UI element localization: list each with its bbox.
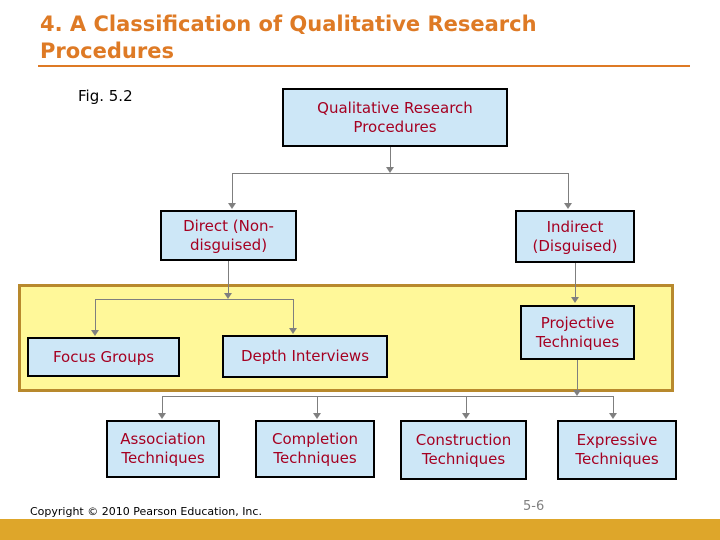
connector-completion-drop bbox=[317, 396, 318, 413]
node-qualitative-research-procedures: Qualitative Research Procedures bbox=[282, 88, 508, 147]
footer-bar bbox=[0, 519, 720, 540]
node-indirect-disguised: Indirect (Disguised) bbox=[515, 210, 635, 263]
node-depth-interviews: Depth Interviews bbox=[222, 335, 388, 378]
node-focus-groups: Focus Groups bbox=[27, 337, 180, 377]
arrowhead-direct bbox=[228, 203, 236, 209]
connector-direct-crossbar bbox=[95, 299, 294, 300]
arrowhead-root bbox=[386, 167, 394, 173]
connector-focus-drop bbox=[95, 299, 96, 330]
node-expressive-techniques: Expressive Techniques bbox=[557, 420, 677, 480]
connector-direct-drop bbox=[232, 173, 233, 203]
arrowhead-focus-groups bbox=[91, 330, 99, 336]
arrowhead-direct-branch bbox=[224, 293, 232, 299]
connector-direct-stem bbox=[228, 261, 229, 293]
connector-level2-crossbar bbox=[232, 173, 569, 174]
node-direct-non-disguised: Direct (Non-disguised) bbox=[160, 210, 297, 261]
connector-indirect-drop bbox=[568, 173, 569, 203]
connector-depth-drop bbox=[293, 299, 294, 328]
arrowhead-completion bbox=[313, 413, 321, 419]
arrowhead-indirect bbox=[564, 203, 572, 209]
connector-bottom-crossbar bbox=[162, 396, 614, 397]
arrowhead-construction bbox=[462, 413, 470, 419]
connector-expressive-drop bbox=[613, 396, 614, 413]
connector-construction-drop bbox=[466, 396, 467, 413]
arrowhead-depth-interviews bbox=[289, 328, 297, 334]
page-number: 5-6 bbox=[523, 499, 545, 514]
node-construction-techniques: Construction Techniques bbox=[400, 420, 527, 480]
node-projective-techniques: Projective Techniques bbox=[520, 305, 635, 360]
node-association-techniques: Association Techniques bbox=[106, 420, 220, 478]
slide-title: 4. A Classification of Qualitative Resea… bbox=[40, 12, 537, 63]
arrowhead-projective bbox=[571, 297, 579, 303]
arrowhead-projective-branch bbox=[573, 390, 581, 396]
connector-association-drop bbox=[162, 396, 163, 413]
connector-projective-stem bbox=[577, 360, 578, 390]
node-completion-techniques: Completion Techniques bbox=[255, 420, 375, 478]
connector-root-stem bbox=[390, 147, 391, 167]
arrowhead-association bbox=[158, 413, 166, 419]
figure-label: Fig. 5.2 bbox=[78, 87, 133, 105]
copyright-text: Copyright © 2010 Pearson Education, Inc. bbox=[30, 505, 262, 518]
title-underline bbox=[38, 65, 690, 67]
arrowhead-expressive bbox=[609, 413, 617, 419]
connector-indirect-stem bbox=[575, 263, 576, 297]
